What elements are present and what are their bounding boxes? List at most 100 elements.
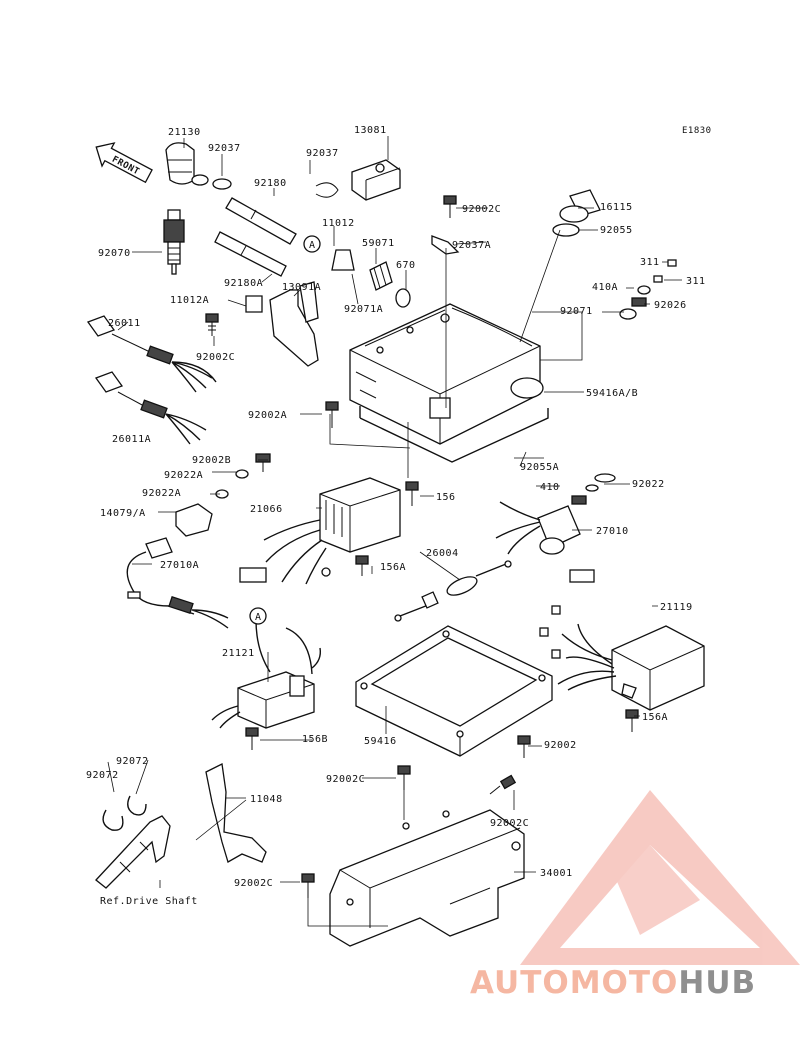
plate-34001-icon <box>329 809 525 947</box>
part-label: 92037 <box>306 148 339 159</box>
part-label: 92002B <box>192 455 231 466</box>
bolt-92002a-icon <box>325 401 339 428</box>
front-arrow-icon: FRONT <box>95 142 153 184</box>
part-label: 26011 <box>108 318 141 329</box>
clamp-ring-icon <box>212 178 232 190</box>
part-label: 11012A <box>170 295 209 306</box>
bolt-92002c-d-icon <box>489 774 517 795</box>
retaining-ring-icon <box>315 182 339 198</box>
small-nuts-icon <box>619 259 677 320</box>
connector-26011-icon <box>86 315 217 393</box>
circle-ref-a-top-label: A <box>309 240 316 251</box>
control-unit-21119-icon <box>539 569 705 711</box>
part-label: 92022 <box>632 479 665 490</box>
bolt-92002c-a-icon <box>205 313 219 336</box>
part-label: 11012 <box>322 218 355 229</box>
part-label: 14079/A <box>100 508 146 519</box>
part-label: 410A <box>592 282 618 293</box>
part-label: 13081 <box>354 125 387 136</box>
part-label: 92072 <box>116 756 149 767</box>
grommet-11012-icon <box>331 249 355 271</box>
part-label: 21130 <box>168 127 201 138</box>
part-label: 92055A <box>520 462 559 473</box>
part-label: 26011A <box>112 434 151 445</box>
leader-lines <box>107 136 682 927</box>
high-tension-tube-icon <box>225 197 297 245</box>
part-label: 59071 <box>362 238 395 249</box>
watermark-part1: AUTOMOTO <box>470 965 679 1001</box>
part-label: 156 <box>436 492 456 503</box>
part-label: 92002C <box>490 818 529 829</box>
part-label: 13091A <box>282 282 321 293</box>
part-label: 92072 <box>86 770 119 781</box>
connector-26011a-icon <box>94 371 207 445</box>
part-label: 27010A <box>160 560 199 571</box>
watermark-logo <box>520 790 800 965</box>
part-label: 92071A <box>344 304 383 315</box>
watermark-text: AUTOMOTOHUB <box>470 965 756 1001</box>
fitting-59071-icon <box>369 261 393 291</box>
washer-92022a-1-icon <box>235 469 249 479</box>
washer-92022-icon <box>594 473 616 483</box>
ignition-coil-21121-icon <box>211 619 322 729</box>
part-label: 92070 <box>98 248 131 259</box>
part-label: 156B <box>302 734 328 745</box>
part-label: 92055 <box>600 225 633 236</box>
part-label: 34001 <box>540 868 573 879</box>
cap-16115-icon <box>559 189 601 223</box>
part-label: 21121 <box>222 648 255 659</box>
bushing-11012a-icon <box>245 295 263 313</box>
circlip-92072-a-icon <box>102 809 124 831</box>
part-labels: 21130 92037 92037 13081 92180 11012 5907… <box>86 125 706 907</box>
bolt-156b-icon <box>245 727 259 750</box>
circle-ref-a-mid-label: A <box>255 612 262 623</box>
part-label: 92002 <box>544 740 577 751</box>
regulator-21066-icon <box>239 477 401 585</box>
part-label: 92002C <box>326 774 365 785</box>
circlip-92072-b-icon <box>127 795 147 816</box>
spark-plug-cap-icon <box>165 142 209 186</box>
part-label: 670 <box>396 260 416 271</box>
box-gasket-icon <box>359 406 549 463</box>
o-ring-92055-icon <box>552 223 580 237</box>
gasket-59416-icon <box>355 625 553 757</box>
o-ring-670-icon <box>395 288 411 308</box>
clip-92037a-icon <box>431 235 460 255</box>
part-label: 92071 <box>560 306 593 317</box>
bolt-92002c-b-icon <box>443 195 457 218</box>
bolt-92002-icon <box>517 735 531 758</box>
part-label: 311 <box>686 276 706 287</box>
part-label: 21119 <box>660 602 693 613</box>
part-label: 59416A/B <box>586 388 638 399</box>
bolt-92002c-c-icon <box>397 765 411 790</box>
part-label: 27010 <box>596 526 629 537</box>
part-label: 92037 <box>208 143 241 154</box>
spark-plug-icon <box>163 209 185 275</box>
part-label: 156A <box>642 712 668 723</box>
circle-ref-a-top <box>303 235 321 253</box>
diagram-code: E1830 <box>682 126 712 136</box>
part-label: 311 <box>640 257 660 268</box>
bolt-92002c-e-icon <box>301 873 315 898</box>
part-label: 92180A <box>224 278 263 289</box>
bolt-156a-2-icon <box>625 709 639 732</box>
part-label: 92002A <box>248 410 287 421</box>
part-label: 26004 <box>426 548 459 559</box>
lead-27010a-icon <box>126 537 229 629</box>
fuse-26004-icon <box>394 560 512 622</box>
watermark-part2: HUB <box>678 965 757 1001</box>
part-label: 21066 <box>250 504 283 515</box>
part-label: 16115 <box>600 202 633 213</box>
part-label: 11048 <box>250 794 283 805</box>
part-label: 92037A <box>452 240 491 251</box>
grommet-14079a-icon <box>175 503 213 537</box>
bolt-156a-1-icon <box>355 555 369 576</box>
part-label: 92022A <box>142 488 181 499</box>
part-label: 92002C <box>234 878 273 889</box>
high-tension-tube-a-icon <box>214 231 287 277</box>
part-label: 92026 <box>654 300 687 311</box>
bolt-92002b-icon <box>255 453 271 472</box>
part-label: 92180 <box>254 178 287 189</box>
part-label: 59416 <box>364 736 397 747</box>
